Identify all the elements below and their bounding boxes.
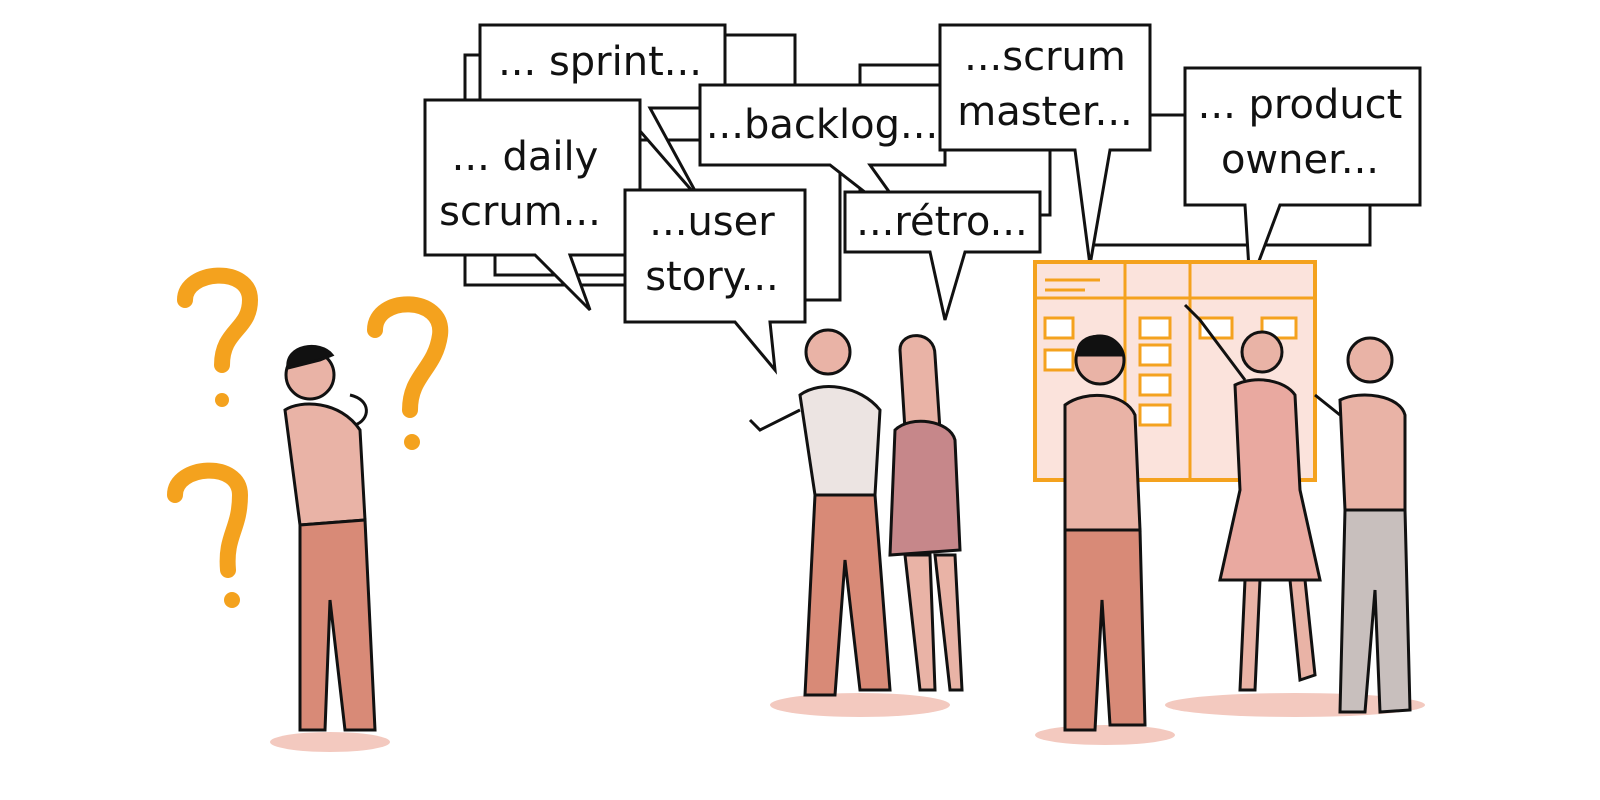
bubble-sprint: ... sprint... [478, 23, 727, 201]
bubble-daily-scrum: ... daily scrum... [423, 98, 642, 312]
bubble-user-story-line1: ...user [649, 199, 775, 245]
person-right-man [1314, 336, 1412, 714]
bubble-daily-line1: ... daily [452, 134, 599, 180]
bubble-product-owner-line2: owner... [1221, 137, 1379, 183]
bubble-user-story-line2: story... [645, 254, 779, 300]
question-mark-icon [177, 267, 259, 407]
question-marks [167, 267, 449, 608]
person-woman-long-hair [888, 334, 964, 692]
confused-person [283, 345, 377, 732]
board-sticky-notes [1043, 316, 1298, 427]
question-mark-icon [167, 462, 249, 608]
bubble-retro: ...rétro... [843, 190, 1042, 321]
floor-shadows [270, 693, 1425, 752]
bubble-scrum-master: ...scrum master... [938, 23, 1152, 266]
bubble-product-owner: ... product owner... [1183, 66, 1422, 286]
bubble-backlog-text: ...backlog... [706, 102, 938, 148]
bubble-daily-line2: scrum... [439, 189, 601, 235]
person-light-shirt [748, 328, 892, 697]
bubble-scrum-master-line1: ...scrum [964, 34, 1126, 80]
bubble-product-owner-line1: ... product [1198, 82, 1403, 128]
bubble-scrum-master-line2: master... [957, 89, 1133, 135]
bubble-sprint-text: ... sprint... [498, 39, 702, 85]
question-mark-icon [367, 296, 449, 450]
bubble-user-story: ...user story... [623, 188, 807, 375]
bubble-retro-text: ...rétro... [856, 199, 1027, 245]
person-back-dark-hair [1063, 334, 1147, 732]
person-woman-dress [1183, 303, 1322, 692]
